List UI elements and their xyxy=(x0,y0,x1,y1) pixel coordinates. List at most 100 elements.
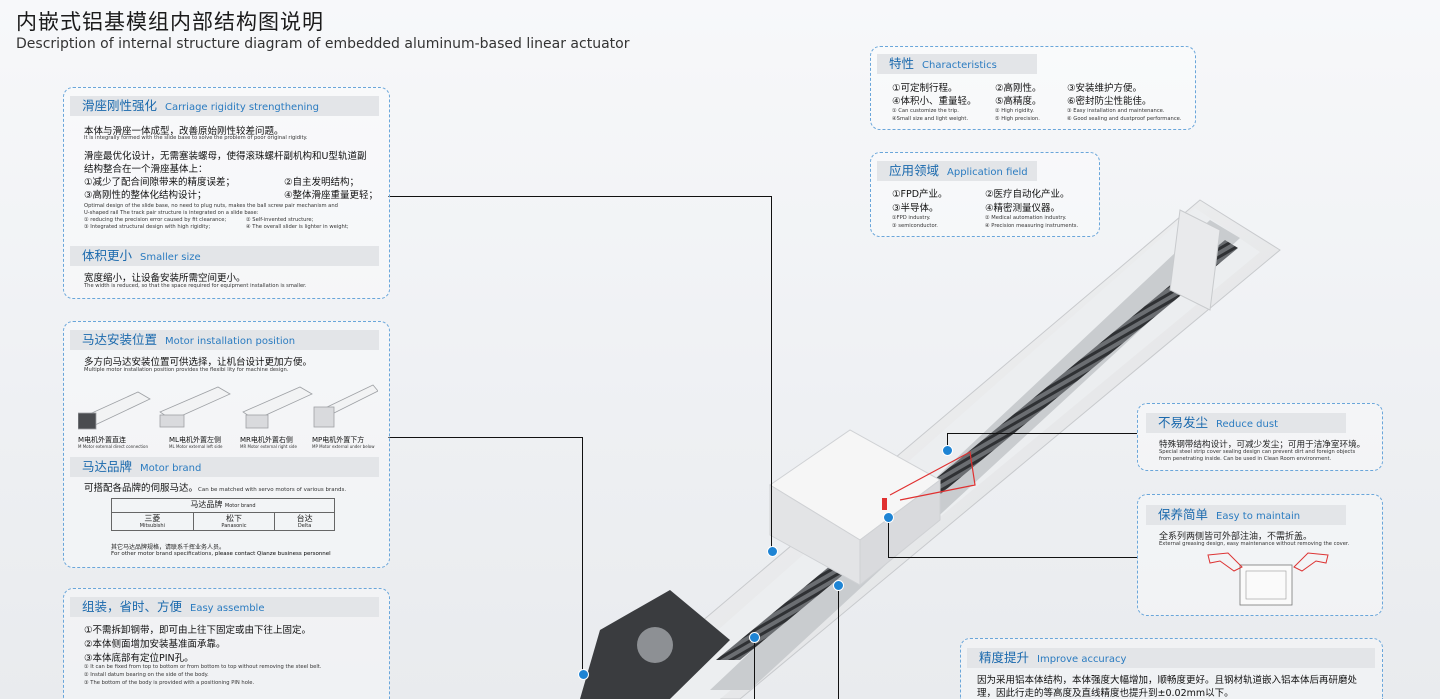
maintain-en: External greasing design, easy maintenan… xyxy=(1159,541,1350,547)
leader-line xyxy=(838,585,839,699)
reduce-dust-en: from penetrating inside. Can be used in … xyxy=(1159,456,1332,462)
greasing-diagram xyxy=(1207,552,1329,606)
carriage-item: ④整体滑座重量更轻； xyxy=(284,190,379,201)
char-item: ⑤高精度。 xyxy=(995,96,1042,107)
char-item: ⑥密封防尘性能佳。 xyxy=(1067,96,1152,107)
app-en: ② Medical automation industry. xyxy=(985,215,1067,221)
carriage-item: ②自主发明结构； xyxy=(284,177,360,188)
brand-note: 其它马达品牌规格，请联系千挥业务人员。 xyxy=(111,544,226,551)
carriage-en: ① reducing the precision error caused by… xyxy=(84,217,227,223)
carriage-en: ③ Integrated structural design with high… xyxy=(84,224,211,230)
motor-option-label: MP电机外置下方 xyxy=(312,436,365,444)
char-en: ③ Easy installation and maintenance. xyxy=(1067,108,1165,114)
motor-option-en: M Motor external direct connection xyxy=(78,444,149,449)
carriage-item: ①减少了配合间隙带来的精度误差； xyxy=(84,177,236,188)
char-item: ②高刚性。 xyxy=(995,83,1042,94)
app-item: ①FPD产业。 xyxy=(892,189,948,200)
char-en: ② High rigidity. xyxy=(995,108,1034,114)
linear-actuator-illustration xyxy=(580,199,1281,699)
carriage-p1-en: It is integrally formed with the slide b… xyxy=(84,135,308,141)
assemble-item: ③本体底部有定位PIN孔。 xyxy=(84,653,194,664)
carriage-p2b: 结构整合在一个滑座基体上： xyxy=(84,164,208,175)
page-title: 内嵌式铝基模组内部结构图说明 xyxy=(16,10,324,34)
app-en: ④ Precision measuring instruments. xyxy=(985,223,1079,229)
motor-option-en: MR Motor external right side xyxy=(240,444,297,449)
callout-dot xyxy=(578,669,589,680)
carriage-item: ③高刚性的整体化结构设计； xyxy=(84,190,207,201)
brand-note-en: For other motor brand specifications, pl… xyxy=(111,551,331,557)
leader-line xyxy=(947,433,948,451)
reduce-dust-en: Special steel strip cover sealing design… xyxy=(1159,449,1356,455)
motor-brand-p: 可搭配各品牌的伺服马达。Can be matched with servo mo… xyxy=(84,483,347,494)
maintain-p: 全系列两侧皆可外部注油，不需折盖。 xyxy=(1159,532,1313,542)
carriage-en: ② Self-invented structure; xyxy=(246,217,314,223)
char-en: ① Can customize the trip. xyxy=(892,108,959,114)
assemble-item: ②本体侧面增加安装基准面承靠。 xyxy=(84,639,226,650)
callout-dot xyxy=(942,445,953,456)
app-item: ④精密测量仪器。 xyxy=(985,203,1061,214)
assemble-en: ① It can be fixed from top to bottom or … xyxy=(84,664,322,670)
motor-option-label: M电机外置直连 xyxy=(78,436,127,444)
callout-dot xyxy=(749,632,760,643)
app-item: ③半导体。 xyxy=(892,203,939,214)
char-en: ⑤ High precision. xyxy=(995,116,1040,122)
motor-option-label: MR电机外置右侧 xyxy=(240,436,293,444)
leader-line xyxy=(582,437,583,677)
accuracy-p: 理，因此行走的等高度及直线精度也提升到±0.02mm以下。 xyxy=(977,688,1234,699)
carriage-p1: 本体与滑座一体成型，改善原始刚性较差问题。 xyxy=(84,126,284,137)
brand-table-title: 马达品牌 Motor brand xyxy=(111,498,335,513)
char-en: ④Small size and light weight. xyxy=(892,116,969,122)
leader-line xyxy=(388,437,583,438)
motor-pos-p: 多方向马达安装位置可供选择，让机台设计更加方便。 xyxy=(84,357,313,368)
char-item: ④体积小、重量轻。 xyxy=(892,96,977,107)
accuracy-p: 因为采用铝本体结构，本体强度大幅增加，顺畅度更好。且钢材轨道嵌入铝本体后再研磨处 xyxy=(977,675,1358,686)
char-item: ③安装维护方便。 xyxy=(1067,83,1143,94)
carriage-en: Optimal design of the slide base, no nee… xyxy=(84,203,338,209)
assemble-en: ② Install datum bearing on the side of t… xyxy=(84,672,209,678)
callout-dot xyxy=(883,512,894,523)
char-item: ①可定制行程。 xyxy=(892,83,958,94)
page-subtitle: Description of internal structure diagra… xyxy=(16,36,630,52)
leader-line xyxy=(888,557,1138,558)
app-en: ①FPD industry. xyxy=(892,215,931,221)
leader-line xyxy=(947,433,1137,434)
smaller-p-en: The width is reduced, so that the space … xyxy=(84,283,307,289)
callout-dot xyxy=(767,546,778,557)
char-en: ⑥ Good sealing and dustproof performance… xyxy=(1067,116,1182,122)
app-en: ③ semiconductor. xyxy=(892,223,938,229)
leader-line xyxy=(771,196,772,552)
leader-line xyxy=(888,518,889,558)
motor-option-en: ML Motor external left side xyxy=(169,444,223,449)
motor-option-en: MP Motor external under below xyxy=(312,444,375,449)
smaller-p: 宽度缩小，让设备安装所需空间更小。 xyxy=(84,273,246,284)
carriage-p2: 滑座最优化设计，无需塞装螺母，使得滚珠螺杆副机构和U型轨道副 xyxy=(84,151,367,162)
leader-line xyxy=(388,196,772,197)
carriage-en: U-shaped rail The track pair structure i… xyxy=(84,210,259,216)
assemble-item: ①不需拆卸钢带，即可由上往下固定或由下往上固定。 xyxy=(84,625,312,636)
carriage-en: ④ The overall slider is lighter in weigh… xyxy=(246,224,349,230)
motor-option-label: ML电机外置左侧 xyxy=(169,436,221,444)
callout-dot xyxy=(833,580,844,591)
